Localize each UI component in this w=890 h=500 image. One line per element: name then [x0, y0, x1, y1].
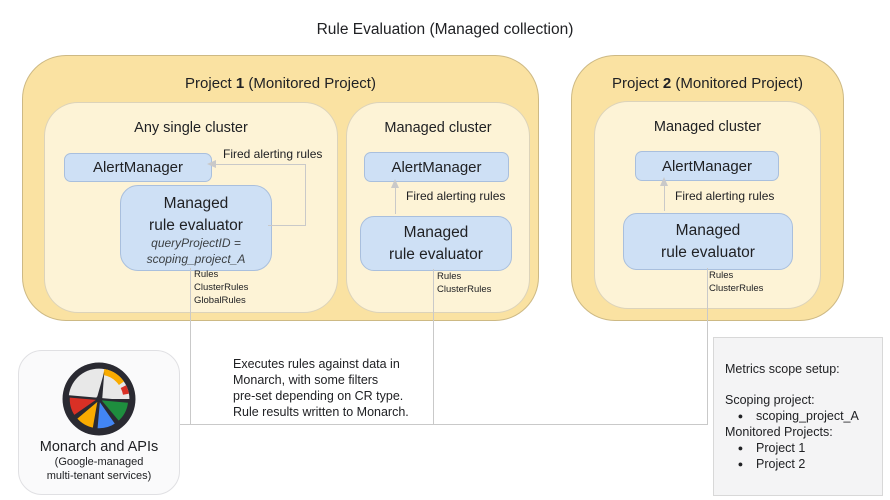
monitored-project-value: Project 2 — [756, 457, 806, 471]
alertmanager-box-p2-managed: AlertManager — [635, 151, 779, 181]
monitored-project-item: Project 2 — [725, 456, 876, 472]
metrics-scope-box: Metrics scope setup: Scoping project: sc… — [713, 337, 883, 496]
note-line: Rule results written to Monarch. — [233, 405, 409, 419]
alertmanager-label: AlertManager — [661, 157, 753, 175]
crd-types-label: Rules ClusterRules — [709, 269, 763, 295]
crd-types-label: Rules ClusterRules — [437, 270, 491, 296]
fired-alerting-rules-label: Fired alerting rules — [223, 147, 323, 161]
connector-line — [190, 268, 191, 424]
project-1-header-suffix: (Monitored Project) — [244, 75, 376, 92]
fired-alerting-rules-label: Fired alerting rules — [406, 189, 506, 203]
connector-line — [433, 269, 434, 424]
scoping-project-item: scoping_project_A — [725, 408, 876, 424]
connector-line — [664, 184, 665, 211]
crd-type: Rules — [194, 269, 219, 280]
arrowhead-up-icon — [659, 177, 668, 186]
project-1-header: Project 1 (Monitored Project) — [23, 75, 538, 92]
project-2-header-number: 2 — [662, 75, 672, 92]
crd-type: ClusterRules — [437, 284, 492, 295]
spacer — [725, 377, 876, 392]
any-single-cluster-label: Any single cluster — [134, 120, 248, 136]
any-single-cluster-container: Any single cluster AlertManager Managed … — [44, 102, 338, 313]
evaluator-line-1: Managed — [675, 222, 741, 239]
crd-type: GlobalRules — [194, 295, 246, 306]
monarch-title: Monarch and APIs — [39, 439, 159, 455]
evaluator-line-2: rule evaluator — [389, 245, 483, 263]
alertmanager-box-any-cluster: AlertManager — [64, 153, 212, 182]
project-1-header-prefix: Project — [185, 75, 236, 92]
project-1-container: Project 1 (Monitored Project) Any single… — [22, 55, 539, 321]
project-2-header: Project 2 (Monitored Project) — [572, 75, 843, 92]
monarch-gauge-icon — [62, 362, 136, 436]
managed-cluster-container-p1: Managed cluster AlertManager Managed rul… — [346, 102, 530, 313]
arrowhead-left-icon — [207, 160, 216, 168]
connector-line — [395, 186, 396, 214]
project-1-header-number: 1 — [235, 75, 245, 92]
monitored-project-value: Project 1 — [756, 441, 806, 455]
evaluator-line-2: rule evaluator — [149, 216, 243, 234]
project-2-header-prefix: Project — [612, 75, 663, 92]
managed-cluster-label-p2: Managed cluster — [653, 119, 762, 135]
bullet-icon — [725, 408, 756, 424]
evaluator-query-caption-2: scoping_project_A — [146, 251, 246, 266]
evaluator-query-caption-1: queryProjectID = — [151, 236, 241, 250]
bullet-icon — [725, 456, 756, 472]
evaluator-line-1: Managed — [403, 224, 469, 241]
scoping-project-value: scoping_project_A — [756, 409, 859, 423]
connector-line — [707, 268, 708, 424]
monarch-caption-line-2: multi-tenant services) — [46, 470, 152, 482]
alertmanager-box-p1-managed: AlertManager — [364, 152, 509, 182]
managed-rule-evaluator-box-p2-managed: Managed rule evaluator — [623, 213, 793, 270]
monarch-card: Monarch and APIs (Google-managed multi-t… — [18, 350, 180, 495]
crd-type: Rules — [437, 271, 462, 282]
metrics-title: Metrics scope setup: — [725, 362, 840, 376]
diagram-title: Rule Evaluation (Managed collection) — [316, 21, 574, 38]
evaluator-line-1: Managed — [163, 195, 229, 212]
note-line: Monarch, with some filters — [233, 373, 379, 387]
scoping-project-label: Scoping project: — [725, 393, 815, 407]
crd-type: Rules — [709, 270, 734, 281]
alertmanager-label: AlertManager — [92, 159, 184, 176]
project-2-header-suffix: (Monitored Project) — [671, 75, 803, 92]
connector-line — [305, 164, 306, 226]
connector-line — [178, 424, 708, 425]
arrowhead-up-icon — [390, 179, 399, 188]
monitored-projects-label: Monitored Projects: — [725, 425, 833, 439]
monarch-caption: (Google-managed multi-tenant services) — [47, 455, 152, 483]
crd-type: ClusterRules — [709, 283, 764, 294]
alertmanager-label: AlertManager — [391, 158, 482, 176]
note-line: pre-set depending on CR type. — [233, 389, 404, 403]
crd-type: ClusterRules — [194, 282, 249, 293]
evaluator-line-2: rule evaluator — [661, 243, 755, 261]
monitored-project-item: Project 1 — [725, 440, 876, 456]
bullet-icon — [725, 440, 756, 456]
crd-types-label: Rules ClusterRules GlobalRules — [194, 268, 248, 307]
connector-line — [216, 164, 306, 165]
managed-rule-evaluator-box-p1-managed: Managed rule evaluator — [360, 216, 512, 271]
managed-cluster-label-p1: Managed cluster — [384, 120, 492, 136]
managed-rule-evaluator-box-any-cluster: Managed rule evaluator queryProjectID = … — [120, 185, 272, 271]
note-line: Executes rules against data in — [233, 357, 400, 371]
fired-alerting-rules-label: Fired alerting rules — [675, 189, 775, 203]
execution-note: Executes rules against data in Monarch, … — [233, 356, 448, 420]
monarch-caption-line-1: (Google-managed — [54, 456, 144, 468]
connector-line — [268, 225, 305, 226]
